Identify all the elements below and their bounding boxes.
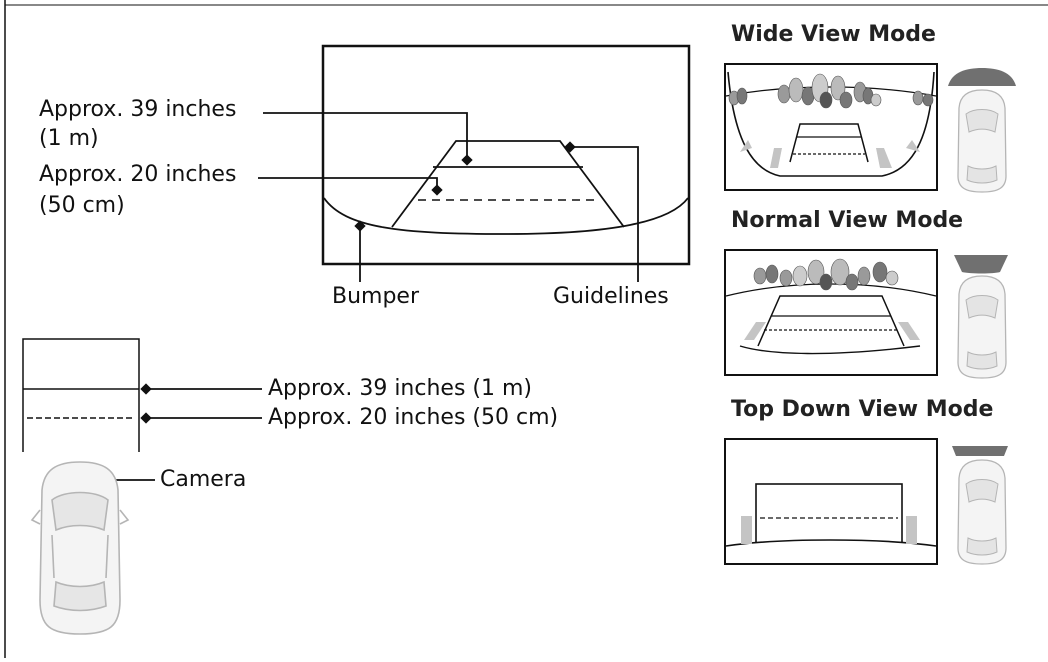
overhead-label-20: Approx. 20 inches (50 cm) [268,405,559,430]
wide-view-car [948,68,1016,193]
bumper-curve [323,197,689,235]
camera-label: Camera [160,467,247,492]
main-label-39: Approx. 39 inches [39,97,237,122]
mode-title-top-down: Top Down View Mode [731,397,994,422]
overhead-car [30,461,130,635]
mode-title-normal: Normal View Mode [731,208,964,233]
main-camera-screen [321,44,691,266]
normal-view-car [954,255,1008,379]
guideline-trapezoid [391,140,625,228]
main-label-20: Approx. 20 inches [39,162,237,187]
normal-view-screen [724,249,938,376]
bumper-label: Bumper [332,284,420,309]
guidelines-label: Guidelines [553,284,669,309]
main-label-20-metric: (50 cm) [39,193,125,218]
top-down-view-screen [724,438,938,565]
mode-title-wide: Wide View Mode [731,22,936,47]
main-leader-dots [354,141,576,232]
overhead-label-39: Approx. 39 inches (1 m) [268,376,532,401]
wide-view-screen [724,63,938,191]
top-down-view-car [952,446,1008,565]
overhead-zone [22,338,140,452]
main-label-39-metric: (1 m) [39,126,99,151]
